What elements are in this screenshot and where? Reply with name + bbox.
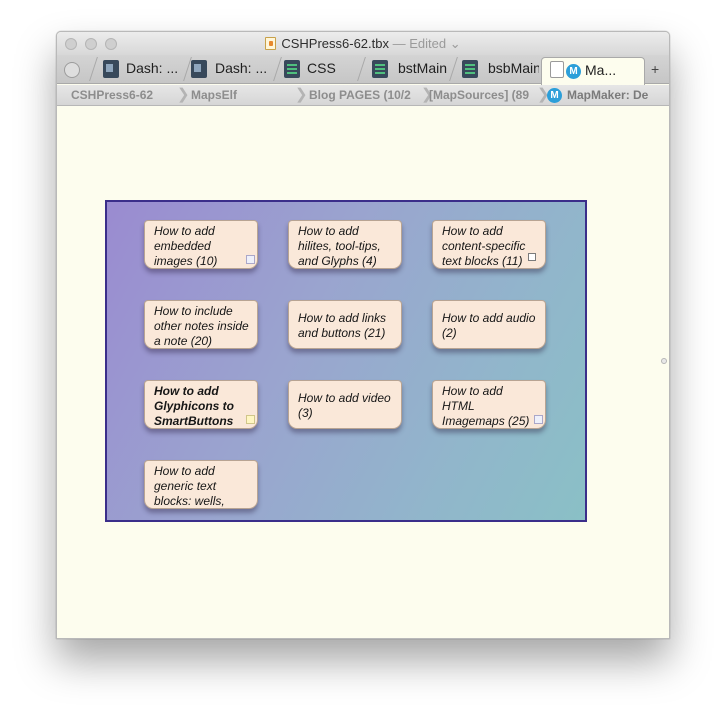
code-lines-icon [372,60,388,78]
note-embedded-images[interactable]: How to add embedded images (10) [144,220,258,269]
new-tab-button[interactable]: + [651,61,660,77]
app-window: CSHPress6-62.tbx — Edited ⌄ Dash: ... Da… [56,31,670,639]
note-title: How to add video (3) [298,391,391,420]
tab-separator [357,57,366,81]
tab-dash-2[interactable]: Dash: ... [191,55,277,84]
tab-label: Dash: ... [215,60,268,76]
note-title: How to add hilites, tool-tips, and Glyph… [298,224,381,268]
dash-icon [191,60,207,78]
note-title: How to add content-specific text blocks … [442,224,526,268]
tab-bsbmain[interactable]: bsbMain [457,55,539,84]
note-title: How to add Glyphicons to SmartButtons [154,384,235,428]
window-title: CSHPress6-62.tbx — Edited ⌄ [57,36,669,52]
tab-label: bsbMain [488,60,539,76]
breadcrumb-item[interactable]: MapsElf [191,88,238,102]
note-title: How to include other notes inside a note… [154,304,249,348]
split-handle[interactable] [661,358,667,364]
code-lines-icon [462,60,478,78]
note-title: How to add HTML Imagemaps (25) [442,384,530,428]
note-title: How to add generic text blocks: wells, [154,464,225,508]
note-hilites-tooltips[interactable]: How to add hilites, tool-tips, and Glyph… [288,220,402,269]
note-title: How to add links and buttons (21) [298,311,387,340]
zoom-window-button[interactable] [105,38,117,50]
note-content-text-blocks[interactable]: How to add content-specific text blocks … [432,220,546,269]
document-icon [265,37,277,50]
mapmaker-icon: M [547,88,562,103]
note-video[interactable]: How to add video (3) [288,380,402,429]
note-title: How to add embedded images (10) [154,224,218,268]
tab-dash-1[interactable]: Dash: ... [99,55,187,84]
breadcrumb-item[interactable]: [MapSources] (89 [429,88,530,102]
tab-separator [89,57,98,81]
tab-label: Dash: ... [126,60,179,76]
note-include-notes[interactable]: How to include other notes inside a note… [144,300,258,349]
tab-css[interactable]: CSS [281,55,357,84]
close-window-button[interactable] [65,38,77,50]
map-adornment[interactable]: How to add embedded images (10) How to a… [105,200,587,522]
breadcrumb-chevron-icon: ❯ [177,86,190,103]
container-indicator-icon [528,253,536,261]
tab-label: bstMain [398,60,448,76]
note-audio[interactable]: How to add audio (2) [432,300,546,349]
title-chevron-icon[interactable]: ⌄ [449,36,461,51]
breadcrumb-item[interactable]: Blog PAGES (10/2 [309,88,411,102]
tab-overview-button[interactable] [64,62,80,78]
note-stack-icon [550,61,564,78]
breadcrumb-item-current[interactable]: MapMaker: De [567,88,649,102]
note-title: How to add audio (2) [442,311,536,340]
link-indicator-icon [534,415,543,424]
link-indicator-icon [246,415,255,424]
breadcrumb-item[interactable]: CSHPress6-62 [71,88,154,102]
edited-status[interactable]: — Edited [392,36,447,51]
breadcrumb-chevron-icon: ❯ [421,86,434,103]
tab-label: CSS [307,60,336,76]
note-links-buttons[interactable]: How to add links and buttons (21) [288,300,402,349]
title-bar: CSHPress6-62.tbx — Edited ⌄ [57,32,669,55]
tab-mapmaker[interactable]: M Ma... [541,57,645,85]
tab-label: Ma... [585,62,617,78]
note-html-imagemaps[interactable]: How to add HTML Imagemaps (25) [432,380,546,429]
breadcrumb: CSHPress6-62 ❯ MapsElf ❯ Blog PAGES (10/… [57,85,669,106]
note-glyphicons[interactable]: How to add Glyphicons to SmartButtons [144,380,258,429]
dash-icon [103,60,119,78]
note-generic-text-blocks[interactable]: How to add generic text blocks: wells, [144,460,258,509]
link-indicator-icon [246,255,255,264]
minimize-window-button[interactable] [85,38,97,50]
mapmaker-icon: M [566,64,581,79]
breadcrumb-chevron-icon: ❯ [295,86,308,103]
tab-bstmain[interactable]: bstMain [367,55,451,84]
document-name: CSHPress6-62.tbx [281,36,389,51]
tab-bar: Dash: ... Dash: ... CSS bstMain bsbMain … [57,55,669,85]
breadcrumb-chevron-icon: ❯ [537,86,550,103]
code-lines-icon [284,60,300,78]
